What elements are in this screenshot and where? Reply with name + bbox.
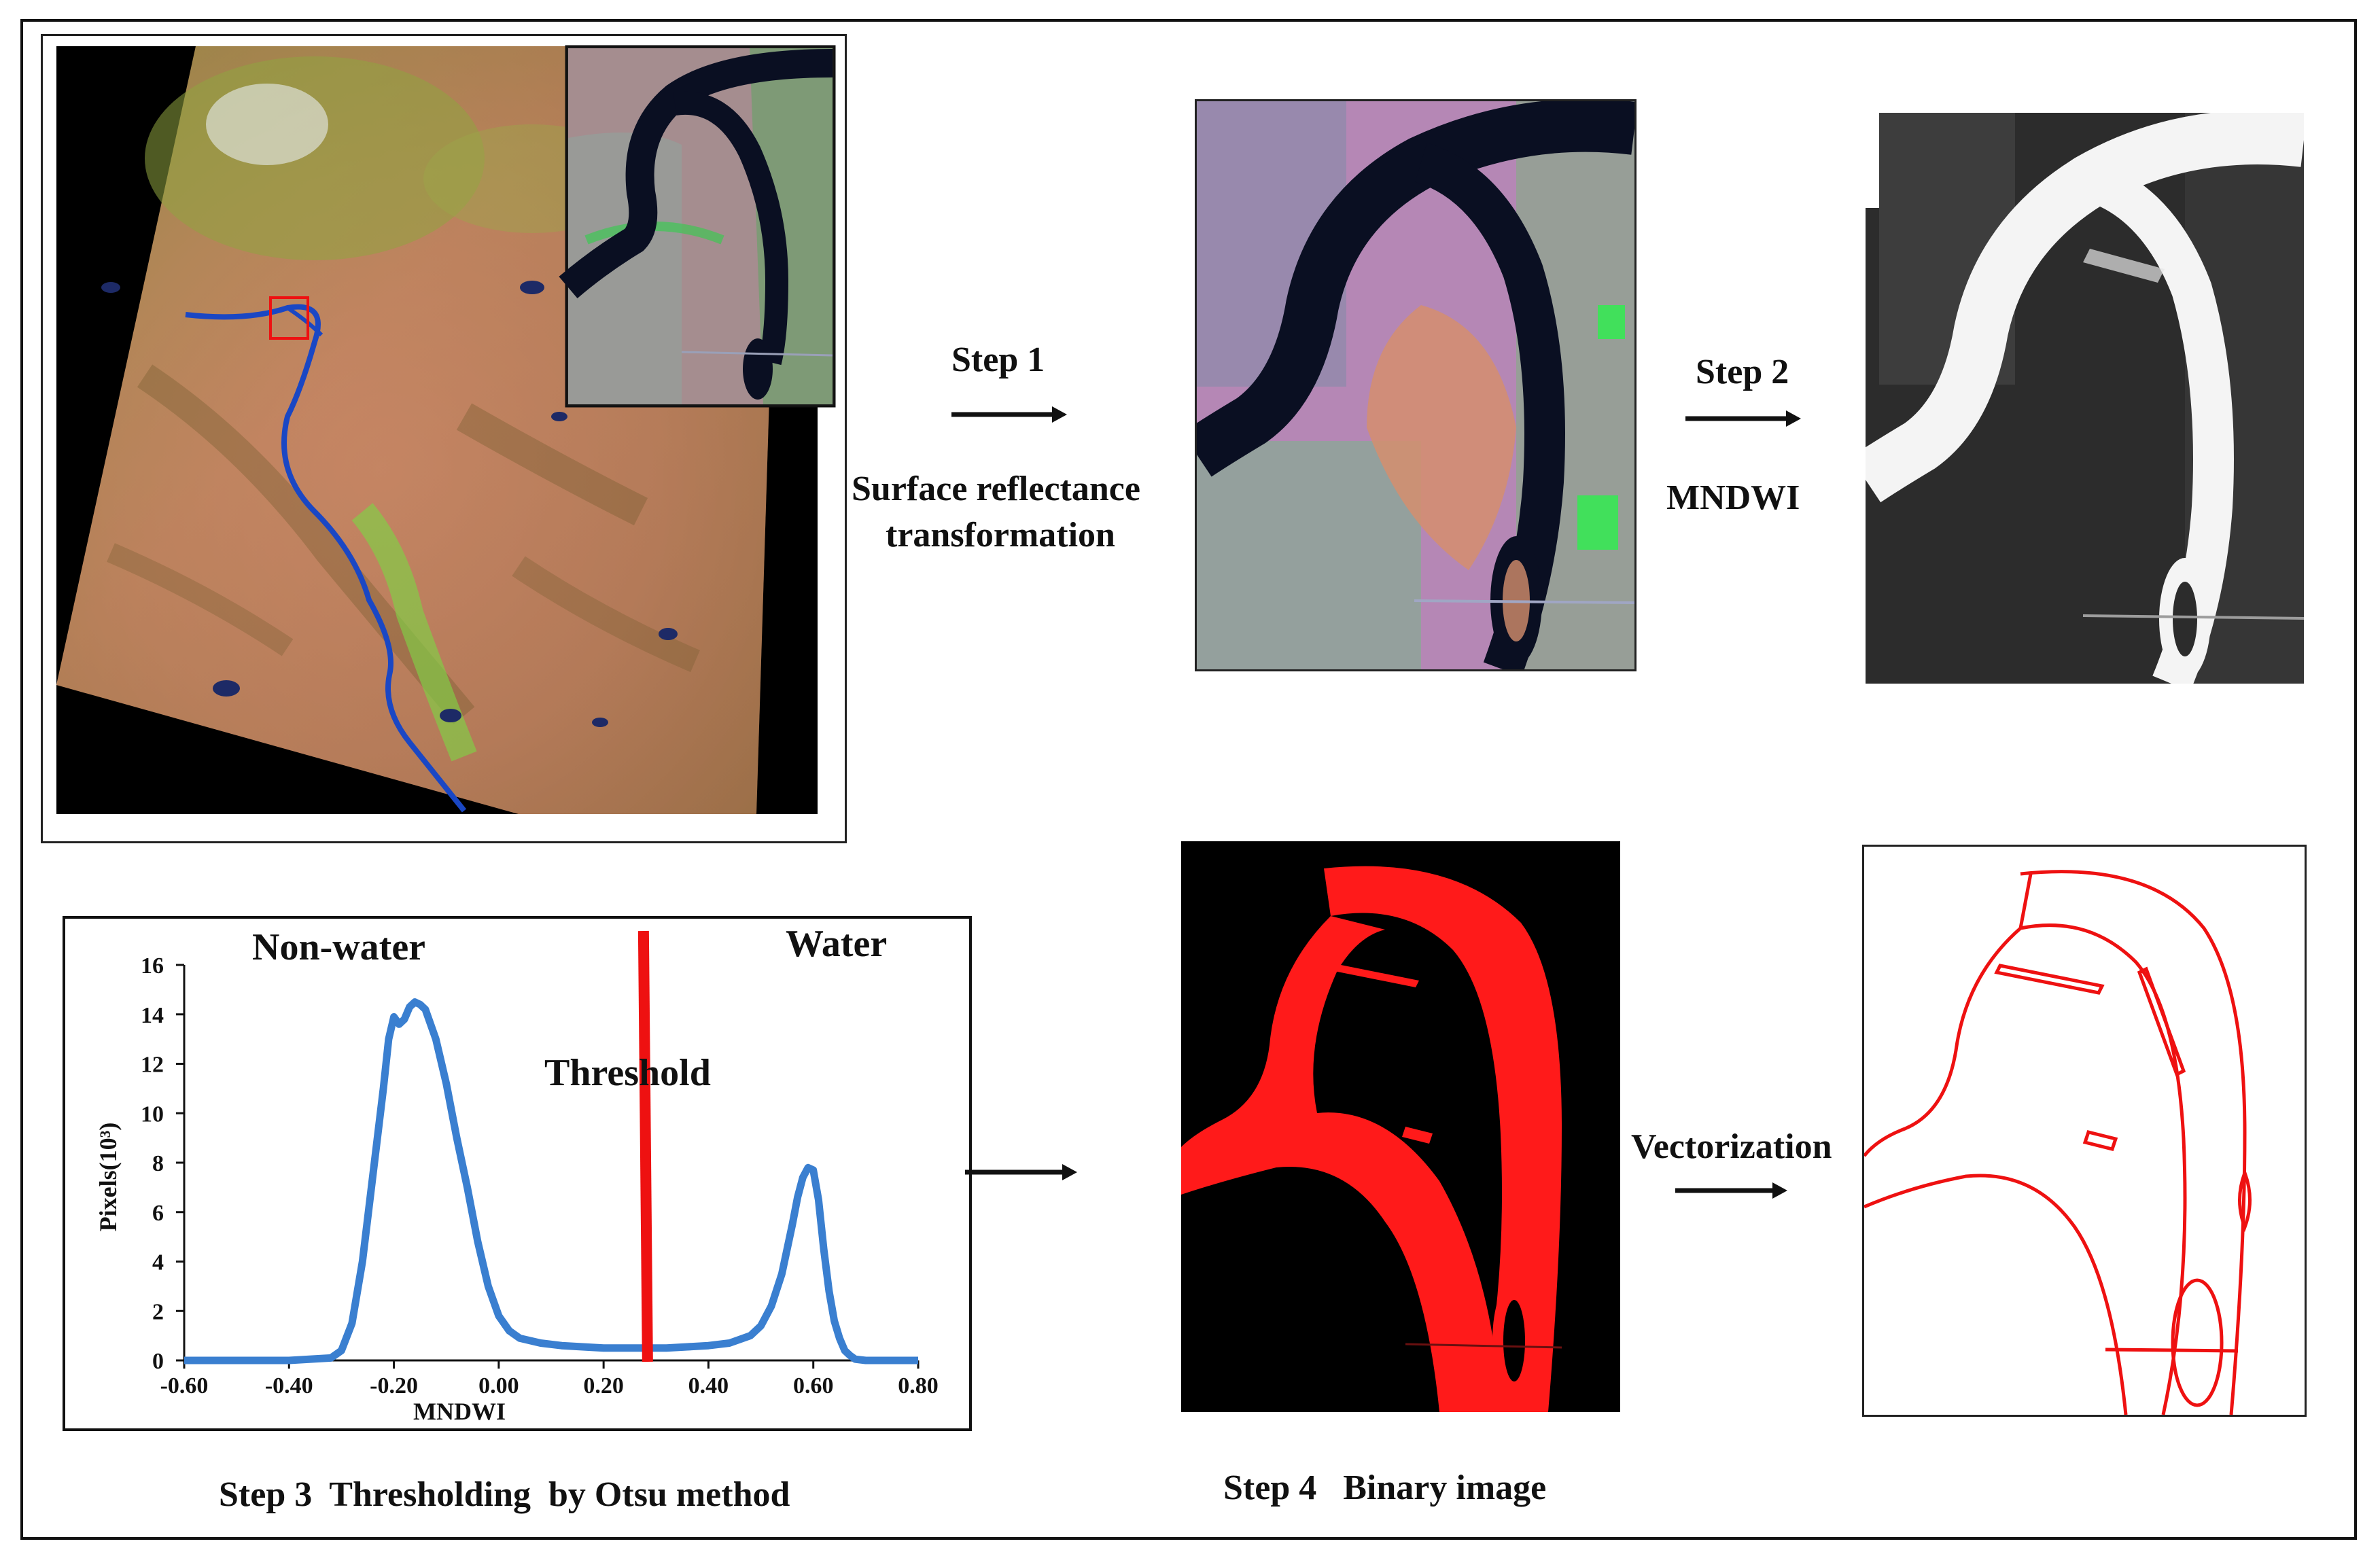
y-axis-label: Pixels(10³) [94,1123,122,1232]
y-tick-label: 6 [152,1201,164,1226]
satellite-scene-panel [41,34,847,843]
threshold-line [637,930,653,1362]
reflectance-image-panel [1195,99,1637,671]
binary-image [1181,841,1620,1412]
step2-label: Step 2 [1696,353,1789,391]
step2-arrow-icon [1685,405,1801,432]
x-tick-label: -0.20 [370,1373,418,1398]
y-tick-label: 4 [152,1250,164,1275]
y-tick-label: 2 [152,1299,164,1324]
y-tick-label: 16 [141,953,164,979]
step1-arrow-icon [951,401,1067,428]
x-tick-label: 0.60 [793,1373,834,1398]
step3-arrow-icon [965,1159,1077,1186]
y-tick-label: 0 [152,1349,164,1374]
step1-description-line2: transformation [886,516,1115,554]
step3-caption: Step 3 Thresholding by Otsu method [219,1475,790,1514]
x-tick-label: -0.60 [160,1373,209,1398]
x-tick-label: 0.20 [583,1373,624,1398]
step1-label: Step 1 [951,340,1045,379]
figure-frame [20,19,2357,1540]
y-tick-label: 14 [141,1003,164,1028]
water-annotation: Water [786,923,887,965]
y-tick-label: 12 [141,1053,164,1078]
x-tick-label: -0.40 [265,1373,313,1398]
step1-description-line1: Surface reflectance [852,470,1140,508]
vectorization-label: Vectorization [1631,1127,1832,1166]
step2-description: MNDWI [1666,478,1800,517]
otsu-chart-panel: -0.60 -0.40 -0.20 0.00 0.20 0.40 0.60 0.80 0 2 4 6 8… [63,916,972,1431]
series-line [184,998,918,1364]
vector-outline-image [1864,870,2252,1415]
otsu-histogram-chart: -0.60 -0.40 -0.20 0.00 0.20 0.40 0.60 0.80 0 2 4 6 8… [94,923,939,1425]
step4-caption: Step 4 Binary image [1223,1468,1547,1507]
reflectance-image [1197,101,1634,669]
satellite-scene-image [56,45,836,814]
x-tick-label: 0.80 [898,1373,939,1398]
vectorization-arrow-icon [1675,1177,1787,1204]
threshold-annotation: Threshold [544,1052,711,1094]
vector-outline-panel [1862,845,2307,1417]
non-water-annotation: Non-water [252,926,425,968]
x-axis-label: MNDWI [413,1398,506,1425]
x-tick-label: 0.40 [688,1373,729,1398]
y-tick-label: 8 [152,1151,164,1176]
mndwi-image-panel [1866,113,2304,684]
mndwi-image [1866,113,2304,684]
binary-image-panel [1181,841,1620,1412]
x-tick-label: 0.00 [478,1373,519,1398]
y-tick-label: 10 [141,1102,164,1127]
